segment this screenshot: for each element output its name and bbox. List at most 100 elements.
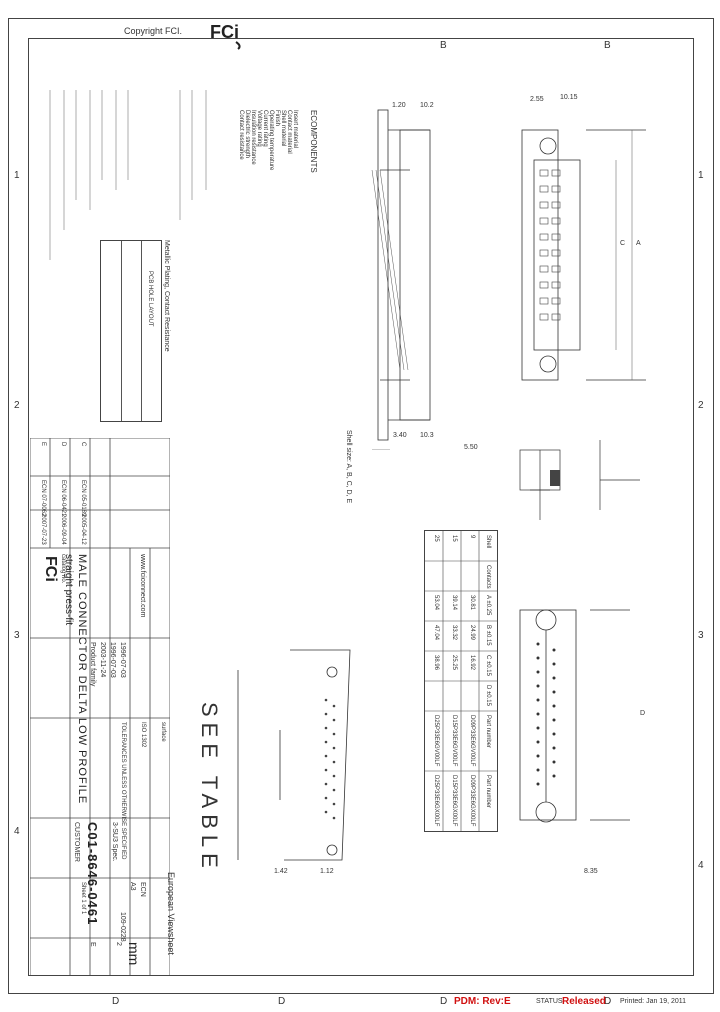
drawing-title: MALE CONNECTOR DELTA LOW PROFILE: [76, 554, 88, 805]
dim-7: 5.50: [464, 444, 478, 451]
rev-letter: D: [60, 442, 66, 447]
row-marker-left-3: 3: [14, 630, 20, 641]
table-cell: 24.99: [469, 625, 475, 641]
units-label: mm: [126, 942, 142, 966]
row-marker-right-2: 2: [698, 400, 704, 411]
drawn-date: 1996-07-03: [119, 642, 126, 678]
checked-date: 1996-07-03: [109, 642, 116, 678]
col-marker-bottom-3: D: [440, 996, 448, 1007]
row-marker-left-2: 2: [14, 400, 20, 411]
note-line: Dielectric strength: [244, 110, 250, 159]
dim-5: 3.40: [393, 432, 407, 439]
spec-label: 3-SU3 Spec.: [111, 822, 118, 862]
dim-9: 1.12: [320, 868, 334, 875]
table-header-a: A ±0.25: [485, 595, 491, 616]
table-cell: 25.25: [451, 655, 457, 671]
col-marker-bottom-2: D: [278, 996, 286, 1007]
side-view-drawing: [360, 100, 450, 451]
row-marker-left-1: 1: [14, 170, 20, 181]
customer-label: CUSTOMER: [73, 822, 80, 862]
table-cell: D15P33E6GX00LF: [451, 775, 457, 827]
detail-drawing: [480, 430, 660, 530]
pcb-table-title: PCB HOLE LAYOUT: [147, 271, 153, 327]
dim-6: 10.3: [420, 432, 434, 439]
part-number-table: Shell Contacts A ±0.25 B ±0.15 C ±0.15 D…: [424, 530, 498, 832]
table-cell: 30.81: [469, 595, 475, 611]
rev-desc: ECN 07-0062: [40, 480, 46, 517]
note-line: Shell material: [280, 110, 286, 147]
table-header-b: B ±0.15: [485, 625, 491, 646]
row-marker-right-3: 3: [698, 630, 704, 641]
col-marker-top-2: B: [604, 40, 611, 51]
note-line: Insert material: [292, 110, 298, 149]
svg-text:FCi: FCi: [210, 22, 239, 42]
table-cell: D25P33E6GV00LF: [433, 715, 439, 767]
table-header-contacts: Contacts: [485, 565, 491, 589]
col-marker-top-1: B: [440, 40, 447, 51]
table-header-d: D ±0.15: [485, 685, 491, 706]
table-header-c: C ±0.15: [485, 655, 491, 676]
row-marker-left-4: 4: [14, 826, 20, 837]
table-cell: 15: [451, 535, 457, 542]
front-view-drawing: [516, 100, 646, 400]
table-cell: 25: [433, 535, 439, 542]
row-marker-right-4: 4: [698, 860, 704, 871]
pcb-note: Metallic Plating, Contact Resistance: [163, 240, 170, 352]
format-value: A3: [129, 882, 136, 891]
col-marker-bottom-4: D: [604, 996, 612, 1007]
dim-4: 10.15: [560, 94, 578, 101]
copyright-text: Copyright FCI.: [124, 26, 183, 36]
table-cell: D15P33E6GV00LF: [451, 715, 457, 767]
rev-date: 2005-04-12: [80, 514, 86, 545]
fci-logo-top: FCi: [208, 16, 244, 50]
note-line: Current rating: [262, 110, 268, 147]
bottom-view-drawing: [510, 600, 630, 830]
table-cell: D25P33E6GX00LF: [433, 775, 439, 827]
note-line: Contact resistance: [238, 110, 244, 160]
ecn-label: ECN: [139, 882, 146, 897]
dim-1: 1.20: [392, 102, 406, 109]
dim-3: 2.55: [530, 96, 544, 103]
sheet-label: Sheet 1 of 1: [80, 882, 86, 915]
title-block: E ECN 07-0062 2007-07-23 D ECN 06-0421 2…: [30, 438, 170, 976]
dim-10: 8.35: [584, 868, 598, 875]
dim-label-a: A: [636, 240, 641, 247]
table-cell: 39.14: [451, 595, 457, 611]
drawing-frame: [28, 38, 694, 976]
table-cell: 9: [469, 535, 475, 539]
fci-logo-block: FCi: [34, 554, 68, 588]
table-divider: [121, 241, 122, 421]
rev-desc: ECN 06-0421: [60, 480, 66, 517]
doc-code: 109-0228: [119, 912, 126, 942]
rev-letter: E: [40, 442, 46, 447]
table-header-pn2: Part number: [485, 775, 491, 809]
company-name: European Viewsheet: [166, 872, 176, 955]
pcb-layout-table: PCB HOLE LAYOUT: [100, 240, 162, 422]
rev-date: 2007-07-23: [40, 514, 46, 545]
dim-label-c: C: [620, 240, 626, 247]
dim-2: 10.2: [420, 102, 434, 109]
table-cell: D09P33E6GX00LF: [469, 775, 475, 827]
dim-label-d: D: [640, 710, 646, 717]
website: www.fciconnect.com: [139, 554, 146, 618]
rev-letter: C: [80, 442, 86, 447]
status-prefix: STATUS:: [536, 998, 565, 1005]
status-value: Released: [562, 996, 606, 1007]
table-cell: 47.04: [433, 625, 439, 641]
table-cell: D09P33E6GV00LF: [469, 715, 475, 767]
table-header-pn1: Part number: [485, 715, 491, 749]
note-line: Contact material: [286, 110, 292, 154]
notes-list: Insert material Contact material Shell m…: [238, 80, 304, 240]
table-cell: 16.92: [469, 655, 475, 671]
table-header-shell: Shell: [485, 535, 491, 549]
tolerances-label: TOLERANCES UNLESS OTHERWISE SPECIFIED: [120, 722, 126, 860]
product-family: Product family: [89, 642, 96, 687]
note-line: Operating temperature: [268, 110, 274, 171]
sheet-border: [8, 18, 714, 994]
catalog-label: catalog no.: [60, 554, 66, 584]
scale-value: 2: [115, 942, 122, 946]
svg-text:FCi: FCi: [42, 556, 59, 582]
rev-desc: ECN 05-0189: [80, 480, 86, 517]
note-line: Voltage rating: [256, 110, 262, 147]
pcb-layout-drawing: [230, 640, 360, 870]
